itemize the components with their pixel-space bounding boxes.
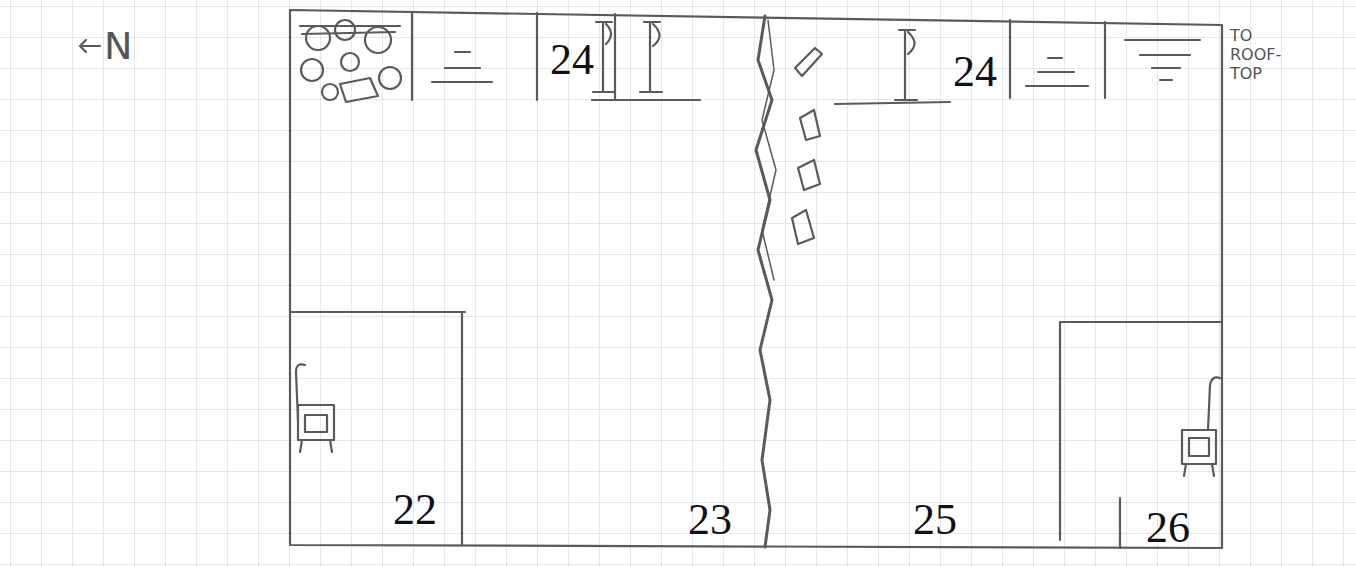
outer-wall: [290, 10, 1222, 548]
stove-symbol: [296, 364, 334, 452]
pillar-symbol: [895, 30, 917, 100]
room-number: 23: [688, 498, 732, 542]
room-wall: [1060, 322, 1222, 548]
pillar-symbol: [593, 22, 614, 92]
stove-symbol: [1182, 377, 1220, 476]
wall-crack: [762, 20, 776, 280]
debris: [792, 48, 822, 244]
room-number: 26: [1146, 506, 1190, 550]
room-number: 22: [393, 488, 437, 532]
room-wall: [290, 312, 465, 545]
north-arrow: [80, 40, 100, 52]
room-number: 25: [913, 498, 957, 542]
stairs-symbol: [1026, 58, 1088, 86]
pillar-symbol: [640, 22, 662, 92]
callout-number: 24: [550, 38, 594, 82]
rubble-pile: [300, 20, 401, 102]
stairs-symbol: [432, 52, 492, 82]
stairs-symbol: [1125, 40, 1200, 80]
compass-label: N: [104, 27, 132, 65]
stair-note: TO ROOF- TOP: [1230, 26, 1290, 84]
wall-crack: [756, 16, 772, 547]
callout-number: 24: [953, 50, 997, 94]
